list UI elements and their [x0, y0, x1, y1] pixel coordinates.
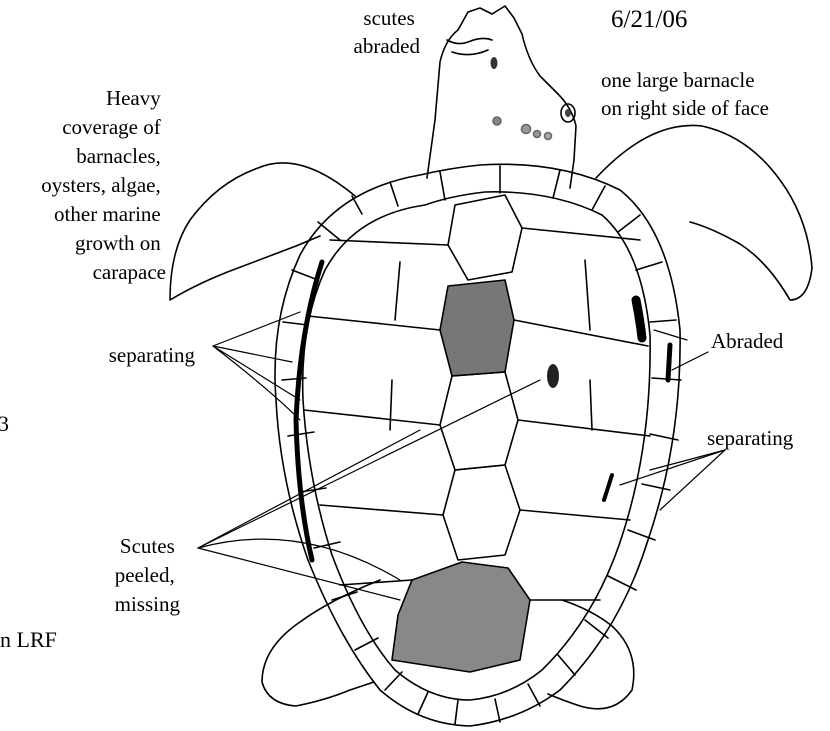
left-rear-flipper — [262, 580, 380, 706]
label-line: coverage of — [62, 115, 161, 139]
small-abrasion — [547, 364, 559, 388]
edge-fragment-a: 3 — [0, 411, 9, 436]
label-line: on right side of face — [601, 96, 769, 120]
edge-fragment-b: n LRF — [0, 627, 57, 652]
right-front-flipper — [596, 125, 812, 300]
separating-right-label: separating — [707, 426, 794, 450]
label-line: Scutes — [120, 534, 175, 558]
label-line: one large barnacle — [601, 68, 755, 92]
turtle-head — [427, 6, 576, 188]
label-line: carapace — [93, 260, 166, 284]
scutes-peeled-label: Scutes peeled, missing — [115, 534, 181, 616]
abraded-scute-top — [440, 280, 514, 376]
label-line: peeled, — [115, 563, 175, 587]
label-line: oysters, algae, — [41, 173, 161, 197]
heavy-coverage-label: Heavy coverage of barnacles, oysters, al… — [41, 86, 166, 284]
label-line: abraded — [354, 34, 421, 58]
separating-mark-right-lower — [668, 345, 670, 380]
label-line: missing — [115, 592, 181, 616]
eye-spot — [491, 57, 498, 69]
scutes-abraded-label: scutes abraded — [354, 6, 421, 58]
separating-left-label: separating — [109, 343, 196, 367]
label-line: barnacles, — [76, 144, 161, 168]
abraded-scute-bottom — [392, 562, 530, 672]
date-label: 6/21/06 — [611, 6, 687, 33]
label-line: other marine — [54, 202, 161, 226]
left-front-flipper — [170, 163, 355, 300]
barnacle-label: one large barnacle on right side of face — [601, 68, 769, 120]
label-line: scutes — [363, 6, 414, 30]
abraded-right-label: Abraded — [711, 329, 784, 353]
separating-mark-right-upper — [636, 300, 642, 338]
label-line: growth on — [75, 231, 161, 255]
label-line: Heavy — [106, 86, 161, 110]
